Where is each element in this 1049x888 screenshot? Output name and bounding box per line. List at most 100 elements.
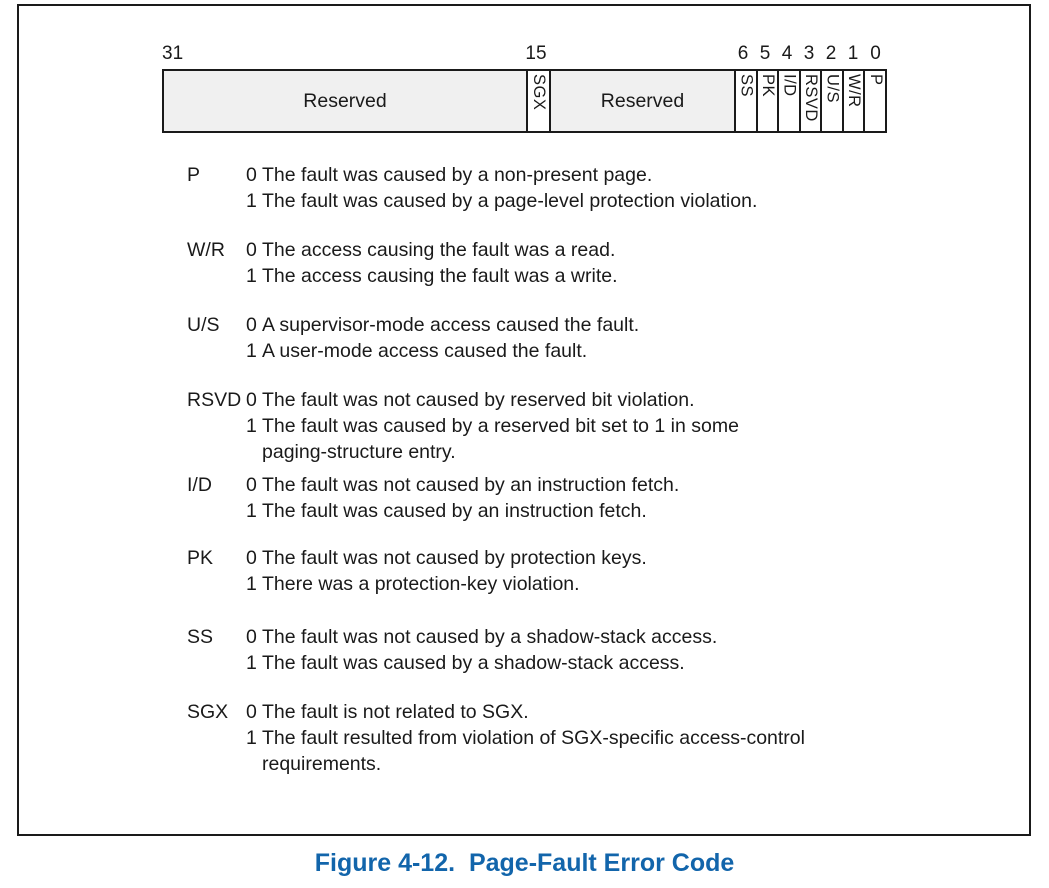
bit-number-0: 0: [870, 43, 881, 64]
bit-value: 1: [246, 265, 257, 287]
legend-row: 0 A supervisor-mode access caused the fa…: [246, 312, 977, 338]
bit-value: 1: [246, 500, 257, 522]
bit-number-1: 1: [847, 43, 859, 64]
legend-entry-sgx: SGX 0 The fault is not related to SGX. 1…: [187, 699, 977, 777]
bit-description: paging-structure entry.: [262, 441, 456, 463]
bit-description: The fault was caused by a reserved bit s…: [262, 415, 739, 437]
legend-field-name: PK: [187, 547, 214, 569]
bit-number-31: 31: [162, 43, 184, 64]
legend-entry-ss: SS 0 The fault was not caused by a shado…: [187, 624, 977, 676]
legend-row: 0 The fault was caused by a non-present …: [246, 162, 977, 188]
field-pk-label: PK: [758, 74, 777, 98]
legend-row: 1 There was a protection-key violation.: [246, 571, 977, 597]
legend-entry-rsvd: RSVD 0 The fault was not caused by reser…: [187, 387, 977, 465]
legend-row: 1 The fault resulted from violation of S…: [246, 725, 977, 751]
legend-field-name: RSVD: [187, 389, 242, 411]
legend-row: 0 The access causing the fault was a rea…: [246, 237, 977, 263]
bit-value: [246, 751, 262, 777]
bit-value: 1: [246, 415, 257, 437]
field-sgx: SGX: [526, 71, 549, 131]
legend-entry-us: U/S 0 A supervisor-mode access caused th…: [187, 312, 977, 364]
bit-value: 0: [246, 239, 257, 261]
bit-value: 0: [246, 626, 257, 648]
bit-description: The access causing the fault was a write…: [262, 265, 618, 287]
bit-number-2: 2: [825, 43, 837, 64]
field-id-label: I/D: [780, 74, 799, 97]
bit-number-3: 3: [803, 43, 815, 64]
legend-row: 0 The fault was not caused by reserved b…: [246, 387, 977, 413]
field-p: P: [863, 71, 886, 131]
bit-description: The fault was caused by a page-level pro…: [262, 190, 758, 212]
legend-entry-pk: PK 0 The fault was not caused by protect…: [187, 545, 977, 597]
bit-value: 1: [246, 652, 257, 674]
field-reserved-mid-label: Reserved: [600, 89, 685, 112]
field-p-label: P: [866, 74, 885, 86]
field-ss: SS: [734, 71, 756, 131]
legend-row: 1 The fault was caused by a page-level p…: [246, 188, 977, 214]
field-reserved-high-label: Reserved: [303, 89, 387, 112]
field-us: U/S: [820, 71, 842, 131]
bit-description: The fault was caused by an instruction f…: [262, 500, 647, 522]
field-ss-label: SS: [737, 74, 756, 98]
legend-row: 1 The fault was caused by a reserved bit…: [246, 413, 977, 439]
legend-field-name: SGX: [187, 701, 229, 723]
figure-frame: 31 15 6 5 4 3 2 1 0 Reserved SGX Reserve…: [17, 4, 1031, 836]
bit-description: The fault was not caused by reserved bit…: [262, 389, 695, 411]
bit-description: The fault was caused by a shadow-stack a…: [262, 652, 685, 674]
field-us-label: U/S: [823, 74, 842, 104]
bitfield-diagram: Reserved SGX Reserved SS PK I/D RSVD U/S…: [162, 69, 887, 133]
bit-value: 0: [246, 547, 257, 569]
bit-value: [246, 439, 262, 465]
legend-field-name: I/D: [187, 474, 212, 496]
bit-value: 1: [246, 727, 257, 749]
bit-number-4: 4: [781, 43, 793, 64]
bit-value: 1: [246, 190, 257, 212]
legend-field-name: U/S: [187, 314, 220, 336]
legend-row-continuation: paging-structure entry.: [246, 439, 977, 465]
legend-row: 0 The fault was not caused by a shadow-s…: [246, 624, 977, 650]
field-wr: W/R: [841, 71, 864, 131]
bit-description: The fault was caused by a non-present pa…: [262, 164, 653, 186]
bit-description: The fault was not caused by an instructi…: [262, 474, 680, 496]
field-pk: PK: [755, 71, 778, 131]
legend-row: 0 The fault was not caused by protection…: [246, 545, 977, 571]
bit-value: 0: [246, 701, 257, 723]
figure-caption: Figure 4-12. Page-Fault Error Code: [314, 849, 735, 877]
legend-entry-p: P 0 The fault was caused by a non-presen…: [187, 162, 977, 214]
bit-value: 0: [246, 314, 257, 336]
bit-description: A supervisor-mode access caused the faul…: [262, 314, 640, 336]
field-reserved-high: Reserved: [164, 71, 526, 131]
bit-description: requirements.: [262, 753, 382, 775]
bit-description: The access causing the fault was a read.: [262, 239, 616, 261]
legend-field-name: W/R: [187, 239, 225, 261]
legend-field-name: SS: [187, 626, 214, 648]
bit-description: The fault was not caused by protection k…: [262, 547, 647, 569]
bit-description: The fault is not related to SGX.: [262, 701, 529, 723]
legend-row: 0 The fault is not related to SGX.: [246, 699, 977, 725]
legend-row: 1 The fault was caused by an instruction…: [246, 498, 977, 524]
legend-row: 1 A user-mode access caused the fault.: [246, 338, 977, 364]
bit-number-6: 6: [737, 43, 749, 64]
bit-value: 0: [246, 389, 257, 411]
bit-description: A user-mode access caused the fault.: [262, 340, 588, 362]
bit-value: 1: [246, 340, 257, 362]
bit-description: The fault was not caused by a shadow-sta…: [262, 626, 718, 648]
bit-number-5: 5: [759, 43, 771, 64]
field-id: I/D: [777, 71, 799, 131]
bit-description: There was a protection-key violation.: [262, 573, 580, 595]
field-reserved-mid: Reserved: [549, 71, 734, 131]
field-rsvd: RSVD: [798, 71, 821, 131]
bit-value: 1: [246, 573, 257, 595]
field-wr-label: W/R: [845, 74, 864, 108]
bit-number-15: 15: [525, 43, 547, 64]
legend-entry-id: I/D 0 The fault was not caused by an ins…: [187, 472, 977, 524]
bit-value: 0: [246, 164, 257, 186]
field-rsvd-label: RSVD: [802, 74, 821, 122]
field-sgx-label: SGX: [530, 74, 548, 111]
legend-row: 1 The fault was caused by a shadow-stack…: [246, 650, 977, 676]
legend-row: 0 The fault was not caused by an instruc…: [246, 472, 977, 498]
legend-row: 1 The access causing the fault was a wri…: [246, 263, 977, 289]
bit-description: The fault resulted from violation of SGX…: [262, 727, 805, 749]
legend-row-continuation: requirements.: [246, 751, 977, 777]
legend-field-name: P: [187, 164, 201, 186]
